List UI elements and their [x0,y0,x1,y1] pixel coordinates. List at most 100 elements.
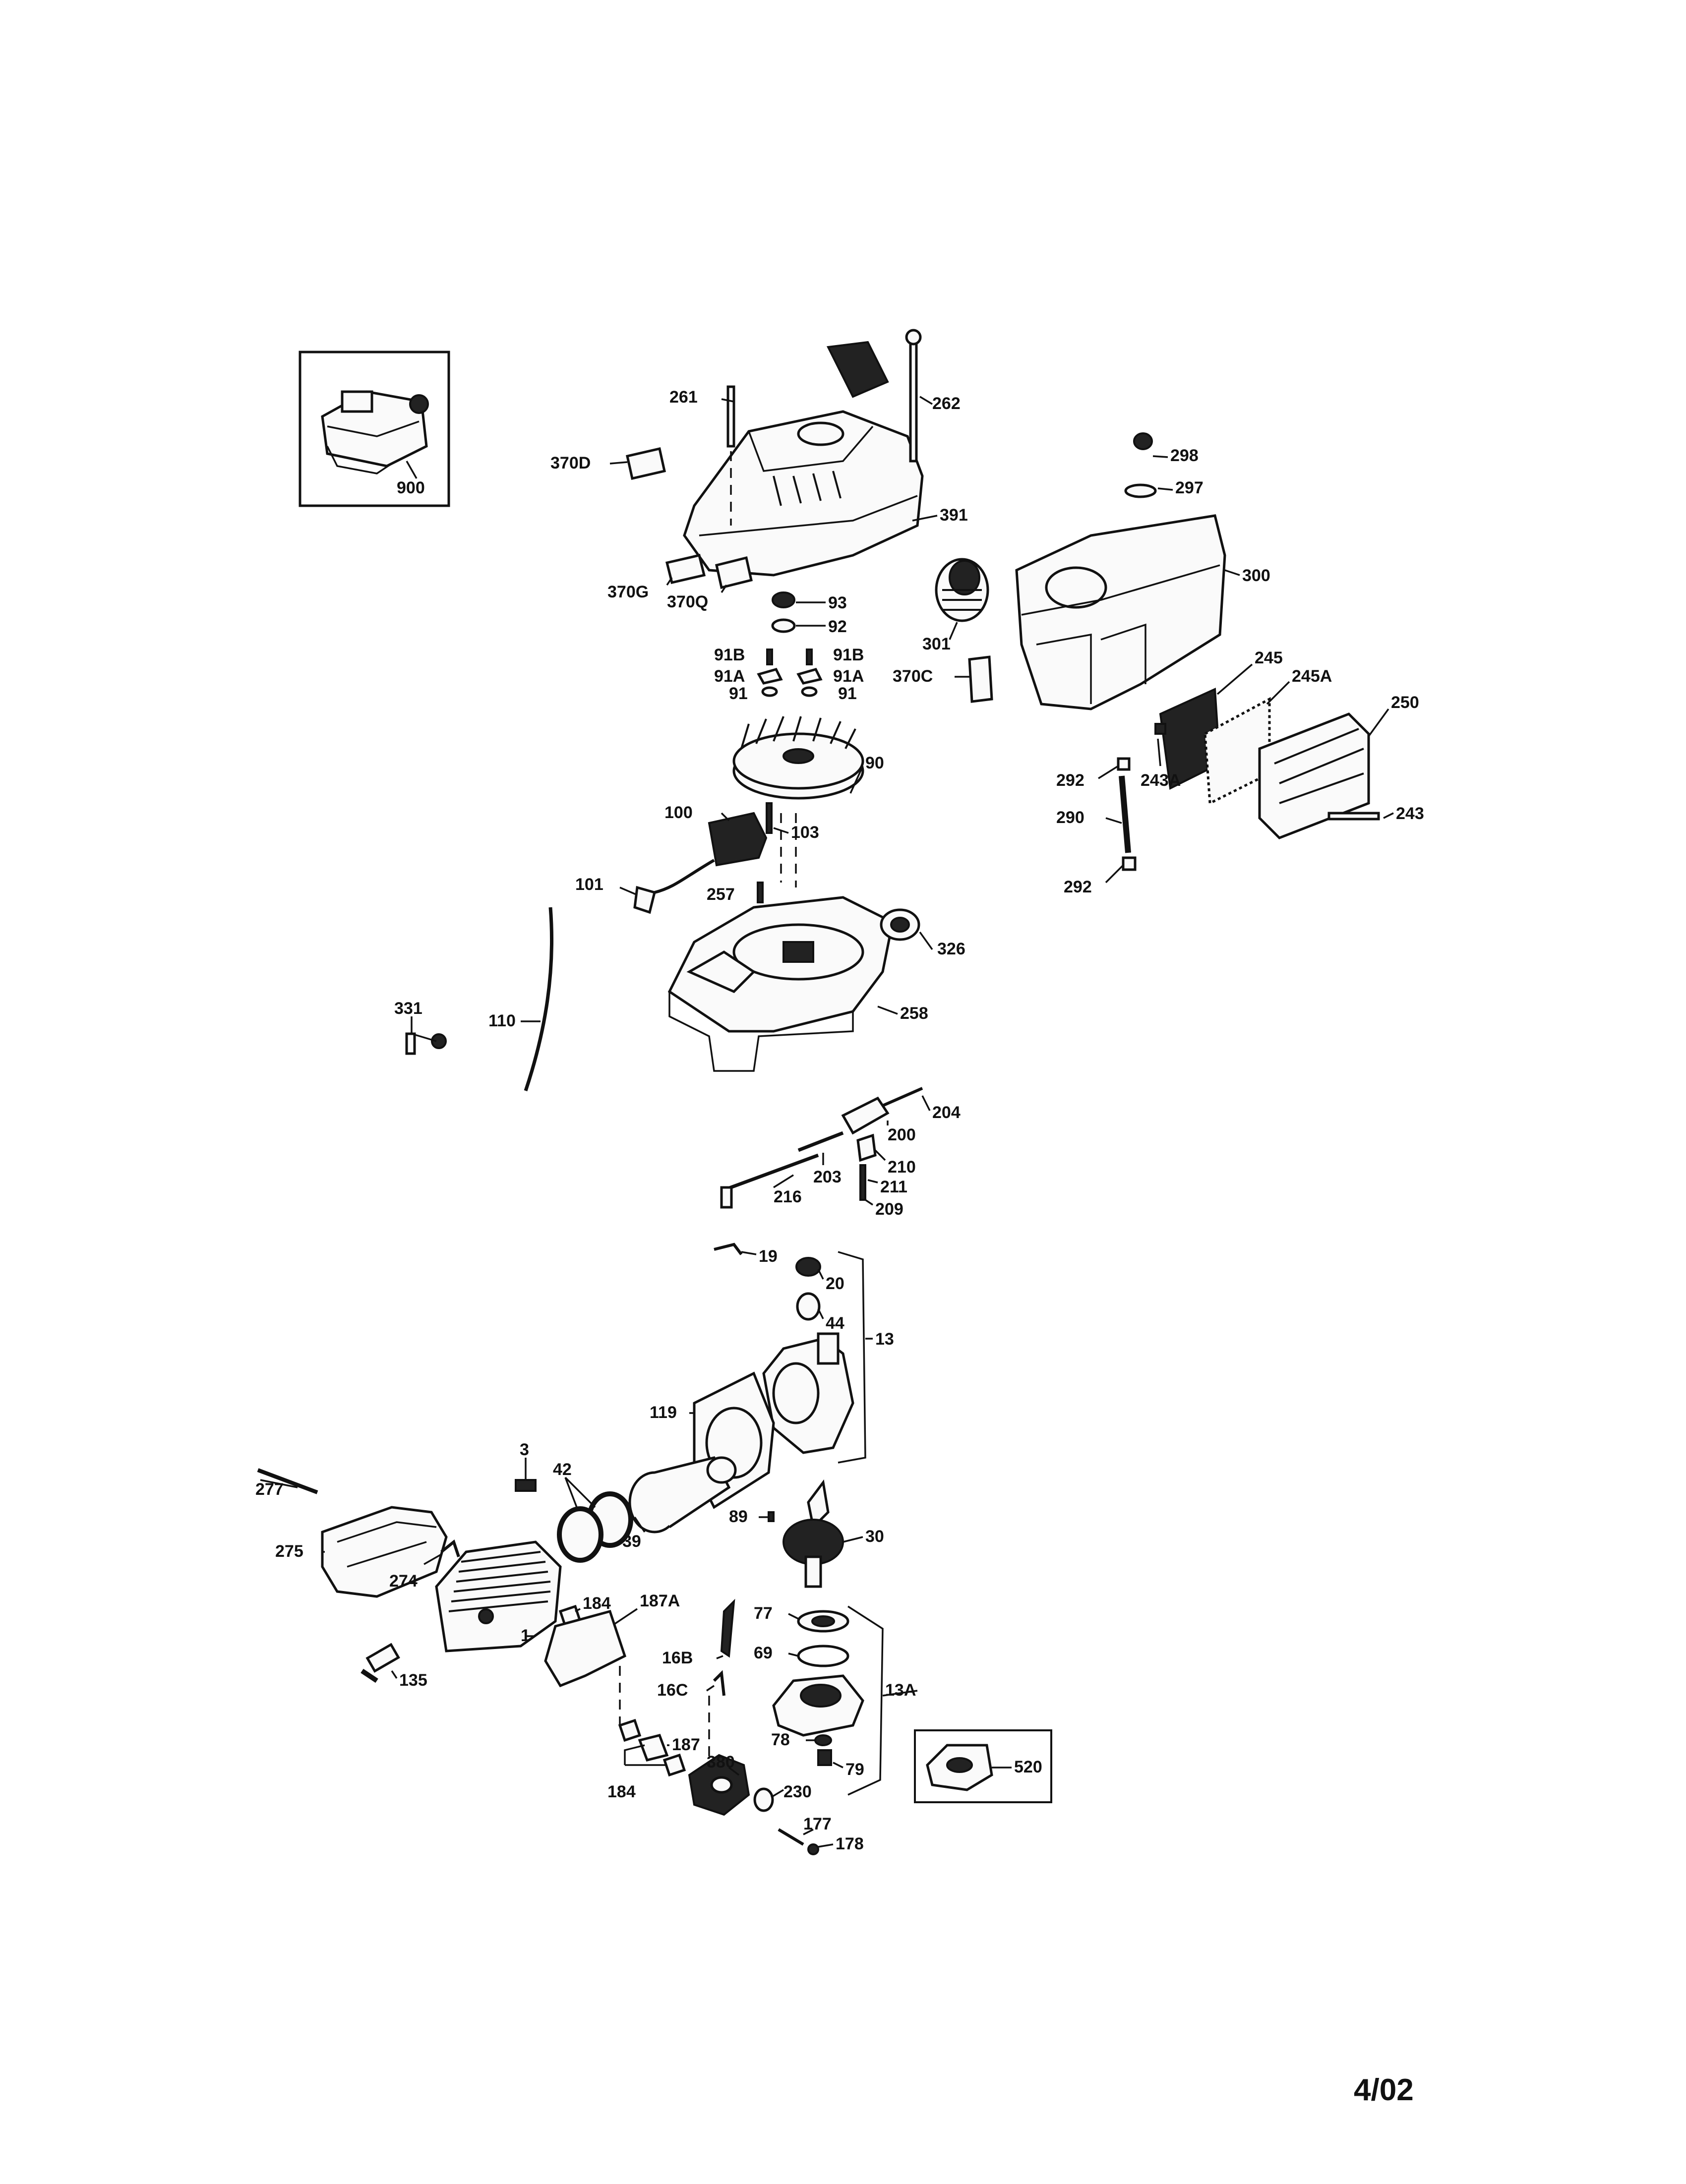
clamp-292-upper [1117,757,1131,771]
label-42: 42 [553,1460,572,1479]
label-520: 520 [1014,1758,1042,1776]
label-261: 261 [669,388,698,407]
screw-177 [778,1828,804,1846]
ignition-coil [633,812,768,914]
label-245a: 245A [1292,667,1332,686]
label-20: 20 [826,1274,844,1293]
label-187a: 187A [640,1592,680,1610]
gasket-184-lower-a [618,1718,642,1742]
label-257: 257 [707,885,735,904]
label-297: 297 [1175,478,1204,497]
clamp-292-lower [1122,856,1137,871]
label-275: 275 [275,1542,303,1561]
ring-42-b [557,1506,603,1563]
label-300: 300 [1242,566,1270,585]
label-301: 301 [922,635,951,653]
label-30: 30 [865,1527,884,1546]
bracket-13a [847,1605,884,1796]
spark-boot [633,885,657,914]
label-101: 101 [575,875,603,894]
carburetor-380 [688,1754,750,1816]
label-298: 298 [1170,446,1199,465]
label-370q: 370Q [667,592,708,611]
decal-370c [968,655,993,703]
cover-screw [726,385,735,448]
o-ring-69 [797,1645,849,1667]
label-79: 79 [845,1760,864,1779]
gasket-230 [753,1787,774,1812]
washer-92 [771,618,796,633]
muffler-275 [321,1506,448,1598]
label-243: 243 [1396,804,1424,823]
pawl-assembly [757,649,823,697]
starter-housing [683,329,924,577]
washer-297 [1124,483,1157,498]
label-187: 187 [672,1735,700,1754]
label-177: 177 [803,1815,832,1833]
label-39: 39 [622,1532,641,1551]
label-100: 100 [664,803,693,822]
decal-370d [626,447,666,480]
label-3: 3 [520,1440,529,1459]
governor-linkage [720,1087,923,1209]
cylinder-1 [435,1540,562,1653]
label-274: 274 [389,1572,418,1591]
label-89: 89 [729,1507,748,1526]
part-labels: 900 261 262 370D 391 370G 370Q 93 92 91B… [255,388,1424,1853]
label-93: 93 [828,593,847,612]
label-326: 326 [937,940,965,958]
label-290: 290 [1056,808,1084,827]
inset-box-520 [914,1729,1052,1803]
label-91a-left: 91A [714,667,745,686]
label-91a-right: 91A [833,667,864,686]
decal-370g [665,554,706,584]
label-216: 216 [774,1187,802,1206]
spark-plug-135 [361,1643,400,1683]
plate-187a [544,1609,627,1688]
label-184-upper: 184 [583,1594,611,1613]
label-331: 331 [394,999,422,1018]
label-90: 90 [865,754,884,772]
label-277: 277 [255,1480,284,1499]
label-258: 258 [900,1004,928,1023]
part-243a [1154,723,1166,735]
bracket-13 [838,1251,866,1464]
engine-inset-box [299,351,450,507]
label-370d: 370D [550,454,591,472]
label-91-left: 91 [729,684,748,703]
crankcase-13 [762,1332,854,1454]
label-135: 135 [399,1671,427,1690]
label-292-upper: 292 [1056,771,1084,790]
fuel-tank [1015,514,1226,710]
shield-274 [440,1539,460,1557]
label-250: 250 [1391,693,1419,712]
label-204: 204 [932,1103,961,1122]
washer-178 [807,1843,819,1855]
coil-screw-103 [766,802,773,834]
label-13a: 13A [885,1681,916,1700]
label-209: 209 [875,1200,903,1219]
label-178: 178 [836,1834,864,1853]
label-210: 210 [888,1158,916,1177]
label-184-lower: 184 [607,1782,636,1801]
label-245: 245 [1255,649,1283,667]
label-19: 19 [759,1247,778,1266]
bearing-44 [796,1292,821,1321]
engine-housing [667,896,894,1072]
label-230: 230 [783,1782,812,1801]
screw-257 [757,882,764,903]
label-211: 211 [880,1178,907,1196]
leader-lines [260,396,1394,1848]
seal-78 [814,1734,832,1746]
label-69: 69 [754,1644,773,1662]
spacer-187 [638,1734,669,1762]
key-89 [768,1511,775,1522]
label-16c: 16C [657,1681,688,1700]
spring-19 [714,1242,743,1255]
label-13: 13 [875,1330,894,1349]
gasket-184-lower-b [662,1753,686,1777]
label-203: 203 [813,1168,842,1186]
label-200: 200 [888,1125,916,1144]
